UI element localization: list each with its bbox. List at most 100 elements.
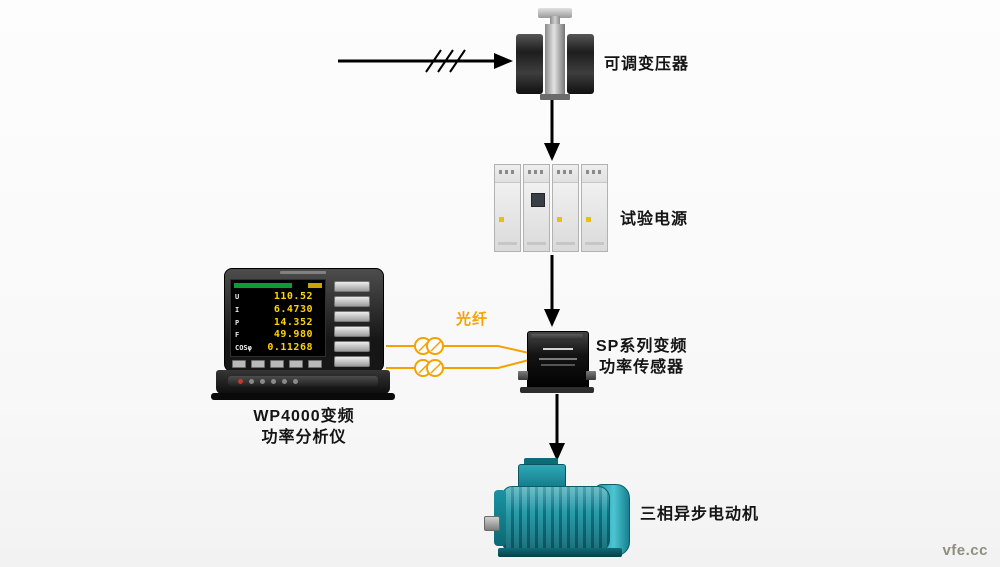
screen-row: U 110.52 — [235, 291, 321, 302]
transformer-core — [545, 24, 565, 96]
screen-row-label: COSφ — [235, 344, 252, 352]
screen-row-value: 0.11268 — [267, 342, 313, 353]
motor-feet — [498, 548, 622, 557]
cabinet-display — [531, 193, 545, 207]
analyzer-base-lip — [211, 393, 395, 400]
power-supply-label: 试验电源 — [620, 211, 689, 228]
supply-arrow — [338, 49, 513, 73]
analyzer-side-buttons — [334, 281, 370, 367]
screen-readings: U 110.52 I 6.4730 P 14.352 F 49.980 COSφ — [235, 291, 321, 353]
cabinet-panel — [495, 165, 520, 183]
analyzer-button[interactable] — [334, 281, 370, 292]
sensor-text-line — [541, 364, 575, 366]
analyzer-bottom-buttons — [232, 360, 322, 368]
analyzer-label-line2: 功率分析仪 — [261, 429, 347, 446]
cabinet-sticker — [557, 217, 562, 222]
analyzer-button[interactable] — [251, 360, 265, 368]
watermark: vfe.cc — [942, 542, 988, 559]
power-cabinet — [581, 164, 608, 252]
screen-row-value: 110.52 — [273, 291, 313, 302]
sensor-body — [527, 331, 589, 391]
cabinet-vents-icon — [557, 170, 574, 174]
transformer-cap — [538, 8, 572, 18]
fiber-coupler-icon — [414, 337, 444, 355]
test-power-supply — [494, 164, 608, 252]
phase-slash-icon — [425, 49, 442, 73]
power-cabinet — [523, 164, 550, 252]
screen-row-value: 49.980 — [273, 329, 313, 341]
screen-badge — [308, 283, 322, 288]
screen-row: I 6.4730 — [235, 304, 321, 315]
transformer-coil-right — [567, 34, 594, 94]
motor-end-cap — [494, 490, 506, 546]
cabinet-panel — [524, 165, 549, 183]
screen-status-bar — [234, 283, 292, 288]
cabinet-panel — [553, 165, 578, 183]
sensor-label-line1: SP系列变频 — [596, 338, 688, 355]
screen-row-value: 6.4730 — [273, 303, 313, 315]
motor-terminal-cap — [524, 458, 558, 466]
transformer-coil-left — [516, 34, 543, 94]
sensor-mount-tab — [518, 371, 528, 380]
cabinet-vent — [498, 242, 517, 245]
analyzer-button[interactable] — [334, 326, 370, 337]
fiber-links — [386, 337, 530, 377]
screen-row-label: U — [235, 293, 240, 301]
cabinet-vent — [556, 242, 575, 245]
sensor-top-highlight — [531, 334, 583, 340]
power-led-icon — [238, 378, 243, 384]
motor-shaft — [484, 516, 500, 531]
analyzer-label: WP4000变频 功率分析仪 — [238, 406, 370, 448]
cabinet-sticker — [499, 217, 504, 222]
adjustable-transformer — [514, 8, 596, 100]
analyzer-button[interactable] — [289, 360, 303, 368]
analyzer-button[interactable] — [308, 360, 322, 368]
panel-key-icon[interactable] — [293, 378, 298, 384]
arrow-sensor-to-motor — [549, 394, 565, 461]
transformer-label: 可调变压器 — [604, 56, 690, 73]
motor-finned-body — [502, 486, 610, 552]
cabinet-vent — [585, 242, 604, 245]
arrow-supply-to-sensor — [544, 255, 560, 327]
motor-label: 三相异步电动机 — [640, 506, 760, 523]
panel-key-icon[interactable] — [271, 378, 276, 384]
sensor-label-line2: 功率传感器 — [599, 359, 685, 376]
sensor-brand-mark — [543, 348, 573, 350]
screen-row-label: I — [235, 305, 240, 314]
analyzer-button[interactable] — [334, 296, 370, 307]
cabinet-vent — [527, 242, 546, 245]
phase-slash-icon — [437, 49, 454, 73]
analyzer-button[interactable] — [270, 360, 284, 368]
cabinet-panel — [582, 165, 607, 183]
power-cabinet — [552, 164, 579, 252]
analyzer-front-panel — [228, 376, 378, 386]
analyzer-button[interactable] — [334, 311, 370, 322]
screen-row: F 49.980 — [235, 329, 321, 340]
screen-row: COSφ 0.11268 — [235, 342, 321, 353]
cabinet-vents-icon — [499, 170, 516, 174]
phase-slash-icon — [449, 49, 466, 73]
panel-key-icon[interactable] — [282, 378, 287, 384]
panel-key-icon[interactable] — [249, 378, 254, 384]
analyzer-button[interactable] — [232, 360, 246, 368]
fiber-coupler-icon — [414, 359, 444, 377]
sp-power-sensor — [518, 331, 596, 395]
screen-row: P 14.352 — [235, 317, 321, 328]
sensor-text-line — [539, 358, 577, 360]
panel-key-icon[interactable] — [260, 378, 265, 384]
screen-row-value: 14.352 — [273, 316, 313, 328]
arrow-transformer-to-supply — [544, 100, 560, 161]
screen-row-label: F — [235, 331, 240, 340]
cabinet-vents-icon — [528, 170, 545, 174]
analyzer-brand-mark — [280, 271, 326, 274]
three-phase-motor — [484, 458, 632, 558]
sensor-label: SP系列变频 功率传感器 — [596, 336, 687, 378]
analyzer-button[interactable] — [334, 356, 370, 367]
analyzer-button[interactable] — [334, 341, 370, 352]
sensor-flange — [520, 387, 594, 393]
transformer-base — [540, 94, 570, 100]
analyzer-label-line1: WP4000变频 — [253, 408, 355, 425]
power-cabinet — [494, 164, 521, 252]
fiber-label: 光纤 — [456, 311, 489, 328]
transformer-stem — [550, 16, 560, 28]
